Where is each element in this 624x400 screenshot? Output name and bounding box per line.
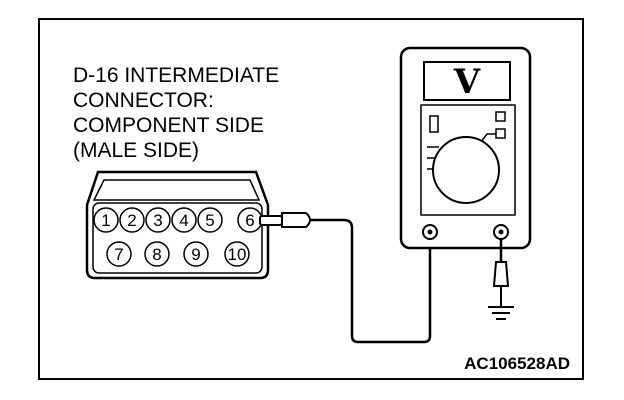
- ground-probe-body: [492, 261, 510, 287]
- ground-symbol-icon: [488, 306, 514, 320]
- diagram-frame: [38, 18, 584, 380]
- meter-button-bottom: [495, 128, 506, 139]
- pin-4: [171, 207, 197, 233]
- pin-label-7: 7: [114, 245, 123, 264]
- figure-code: AC106528AD: [464, 354, 570, 373]
- pin-9: [183, 241, 209, 267]
- pin-label-5: 5: [205, 211, 214, 230]
- connector: 1 2 3 4 5 6 7 8 9 10: [85, 170, 270, 280]
- connector-label-line2: CONNECTOR:: [73, 89, 214, 112]
- test-lead-wire: [310, 218, 432, 344]
- pin-label-4: 4: [179, 211, 188, 230]
- multimeter: V: [399, 46, 532, 250]
- pin-label-1: 1: [101, 211, 110, 230]
- pin-label-2: 2: [127, 211, 136, 230]
- rotary-dial-icon: [432, 136, 500, 204]
- pin-10: [224, 241, 250, 267]
- probe-handle: [281, 212, 311, 228]
- pin-label-8: 8: [152, 245, 161, 264]
- pin-label-10: 10: [228, 245, 247, 264]
- connector-label-line3: COMPONENT SIDE: [73, 114, 264, 137]
- probe-tip: [259, 215, 283, 226]
- pin-2: [119, 207, 145, 233]
- meter-display-value: V: [453, 62, 481, 102]
- pin-label-9: 9: [191, 245, 200, 264]
- pin-3: [145, 207, 171, 233]
- ground-lead: [492, 239, 510, 306]
- pin-1: [93, 207, 119, 233]
- pin-8: [144, 241, 170, 267]
- meter-display: [423, 61, 511, 101]
- pin-label-6: 6: [245, 211, 254, 230]
- pin-5: [197, 207, 223, 233]
- pin-label-3: 3: [153, 211, 162, 230]
- meter-function-key: [429, 115, 439, 133]
- meter-v-jack-hole: [498, 229, 504, 235]
- connector-inner-rim: [92, 179, 261, 201]
- meter-indicator-line: [480, 133, 496, 143]
- pin-row-bottom: 7 8 9 10: [106, 241, 250, 267]
- pin-row-top: 1 2 3 4 5 6: [93, 207, 263, 233]
- connector-label-line1: D-16 INTERMEDIATE: [73, 64, 279, 87]
- test-probe-icon: [259, 212, 311, 228]
- meter-button-top: [495, 111, 506, 122]
- pin-7: [106, 241, 132, 267]
- meter-com-jack-hole: [427, 229, 433, 235]
- connector-label-line4: (MALE SIDE): [73, 139, 199, 162]
